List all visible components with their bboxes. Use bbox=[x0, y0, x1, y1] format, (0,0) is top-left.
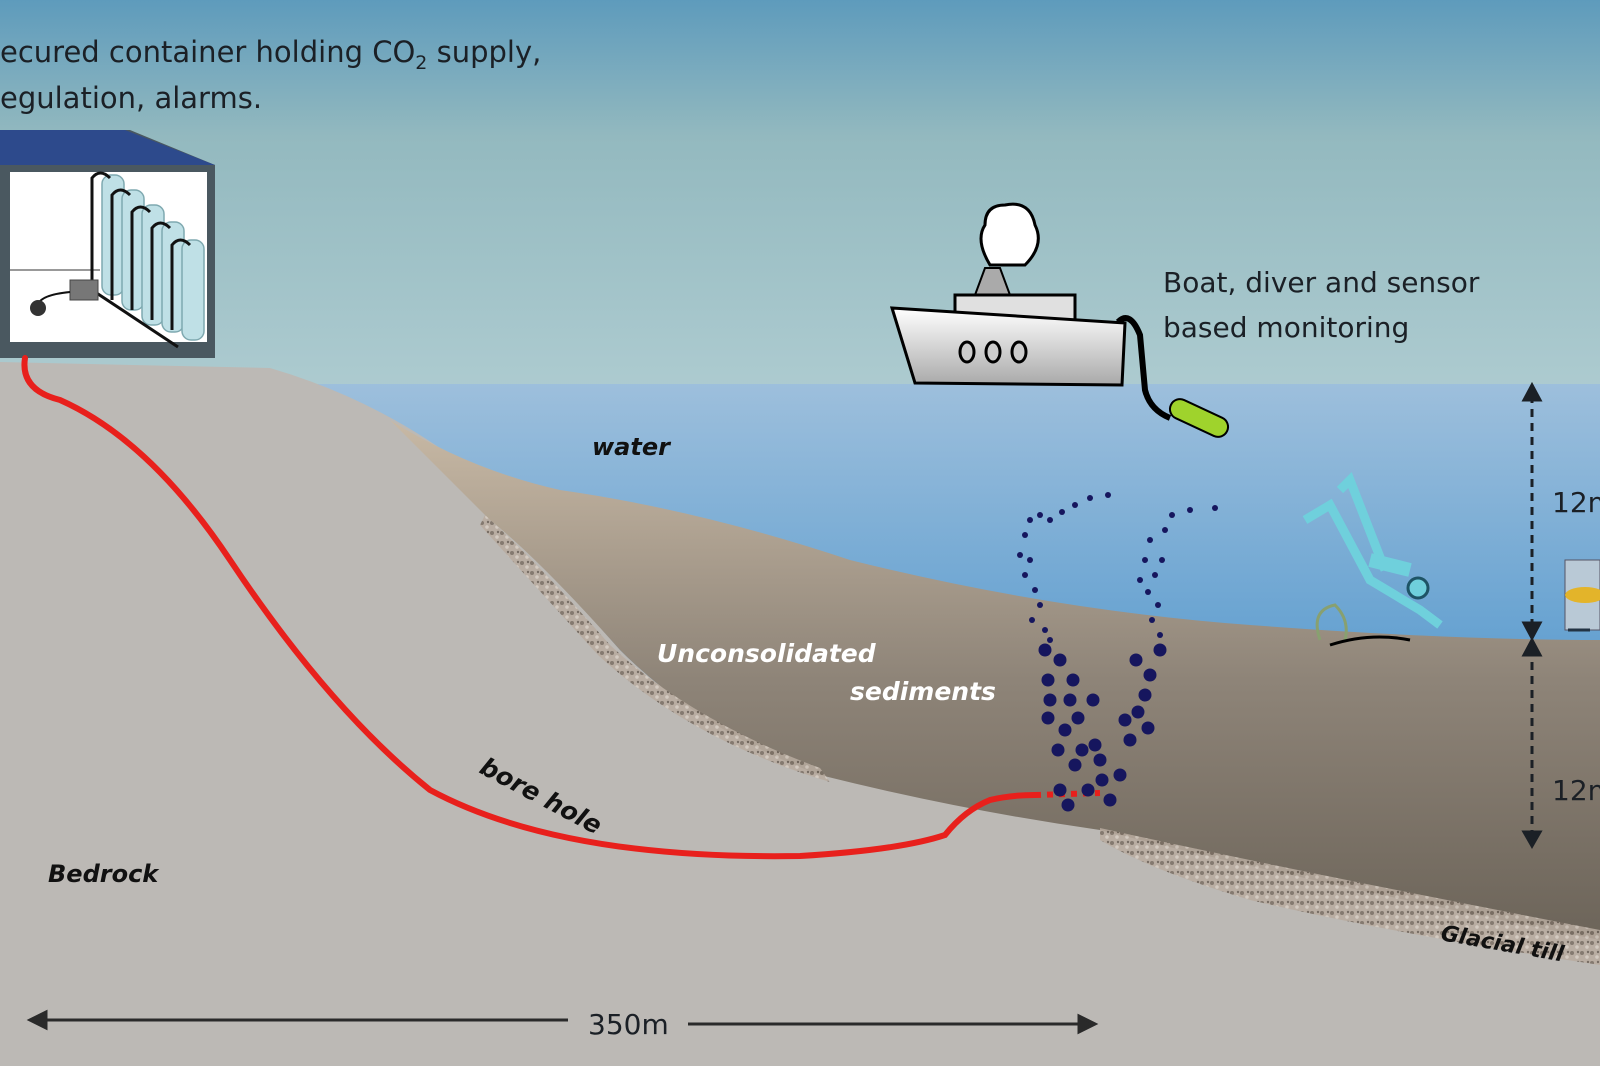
bedrock-label: Bedrock bbox=[48, 860, 160, 888]
co2-bubble bbox=[1071, 711, 1085, 725]
co2-bubble bbox=[1053, 783, 1067, 797]
container-caption-line1: ecured container holding CO2 supply, bbox=[0, 35, 541, 74]
diver-icon bbox=[1302, 471, 1443, 647]
co2-bubble bbox=[1159, 557, 1165, 563]
co2-bubble bbox=[1145, 589, 1151, 595]
distance-label: 350m bbox=[588, 1008, 669, 1041]
bedrock-layer bbox=[0, 362, 1600, 1066]
co2-bubble bbox=[1041, 673, 1055, 687]
co2-bubble bbox=[1053, 653, 1067, 667]
co2-bubble bbox=[1075, 743, 1089, 757]
sediments-label-line2: sediments bbox=[850, 677, 996, 706]
sky bbox=[0, 0, 1600, 390]
depth-indicator bbox=[1521, 381, 1543, 850]
co2-bubble bbox=[1037, 512, 1043, 518]
seabed-lander-icon bbox=[1564, 559, 1600, 632]
co2-bubble bbox=[1037, 602, 1043, 608]
monitoring-caption-line2: based monitoring bbox=[1163, 311, 1409, 344]
gas-cylinder-icon bbox=[101, 174, 205, 341]
co2-bubble bbox=[1059, 509, 1065, 515]
co2-bubble bbox=[1103, 793, 1117, 807]
co2-bubble bbox=[1143, 668, 1157, 682]
co2-bubble bbox=[1153, 643, 1167, 657]
container-caption-line2: egulation, alarms. bbox=[0, 81, 262, 115]
co2-bubble bbox=[1142, 557, 1148, 563]
co2-bubble bbox=[1157, 632, 1163, 638]
regulator-icon bbox=[69, 279, 99, 301]
water-depth-label: 12m bbox=[1552, 486, 1600, 519]
co2-bubble bbox=[1129, 653, 1143, 667]
co2-bubble bbox=[1088, 738, 1102, 752]
monitoring-caption-line1: Boat, diver and sensor bbox=[1163, 266, 1480, 299]
co2-bubble bbox=[1058, 723, 1072, 737]
co2-bubble bbox=[1141, 721, 1155, 735]
co2-bubble bbox=[1169, 512, 1175, 518]
co2-bubble bbox=[1029, 617, 1035, 623]
co2-bubble bbox=[1041, 711, 1055, 725]
co2-bubble bbox=[1043, 693, 1057, 707]
co2-bubble bbox=[1105, 492, 1111, 498]
co2-bubble bbox=[1187, 507, 1193, 513]
co2-bubble bbox=[1123, 733, 1137, 747]
sediment-layer bbox=[390, 420, 1600, 940]
boat-icon bbox=[889, 202, 1127, 387]
sediment-depth-label: 12m bbox=[1552, 774, 1600, 807]
co2-container-icon bbox=[0, 130, 215, 358]
co2-bubble bbox=[1038, 643, 1052, 657]
sediments-label-line1: Unconsolidated bbox=[657, 639, 877, 668]
co2-bubble bbox=[1118, 713, 1132, 727]
co2-bubble bbox=[1162, 527, 1168, 533]
co2-bubble bbox=[1032, 587, 1038, 593]
co2-bubble bbox=[1087, 495, 1093, 501]
co2-bubble bbox=[1047, 637, 1053, 643]
co2-bubble bbox=[1027, 557, 1033, 563]
sensor-probe-icon bbox=[1115, 315, 1230, 438]
co2-bubble bbox=[1027, 517, 1033, 523]
co2-bubble bbox=[1081, 783, 1095, 797]
co2-bubble bbox=[1051, 743, 1065, 757]
co2-bubble bbox=[1212, 505, 1218, 511]
co2-bubble bbox=[1022, 532, 1028, 538]
water-label: water bbox=[592, 433, 672, 461]
co2-bubble bbox=[1131, 705, 1145, 719]
co2-bubble bbox=[1149, 617, 1155, 623]
co2-bubble bbox=[1017, 552, 1023, 558]
co2-bubble bbox=[1022, 572, 1028, 578]
co2-bubble bbox=[1047, 517, 1053, 523]
co2-bubble bbox=[1113, 768, 1127, 782]
co2-bubble bbox=[1042, 627, 1048, 633]
co2-bubble bbox=[1086, 693, 1100, 707]
co2-bubble bbox=[1137, 577, 1143, 583]
co2-bubble bbox=[1152, 572, 1158, 578]
co2-bubble bbox=[1155, 602, 1161, 608]
co2-bubble bbox=[1072, 502, 1078, 508]
co2-bubble bbox=[1061, 798, 1075, 812]
co2-bubble-plume bbox=[1017, 492, 1218, 812]
co2-bubble bbox=[1095, 773, 1109, 787]
co2-bubble bbox=[1068, 758, 1082, 772]
co2-bubble bbox=[1066, 673, 1080, 687]
co2-bubble bbox=[1138, 688, 1152, 702]
co2-bubble bbox=[1147, 537, 1153, 543]
bore-hole-path bbox=[21, 355, 1038, 860]
co2-bubble bbox=[1063, 693, 1077, 707]
glacial-till-lower bbox=[1100, 828, 1600, 965]
co2-bubble bbox=[1093, 753, 1107, 767]
distance-scale bbox=[26, 1009, 1099, 1035]
